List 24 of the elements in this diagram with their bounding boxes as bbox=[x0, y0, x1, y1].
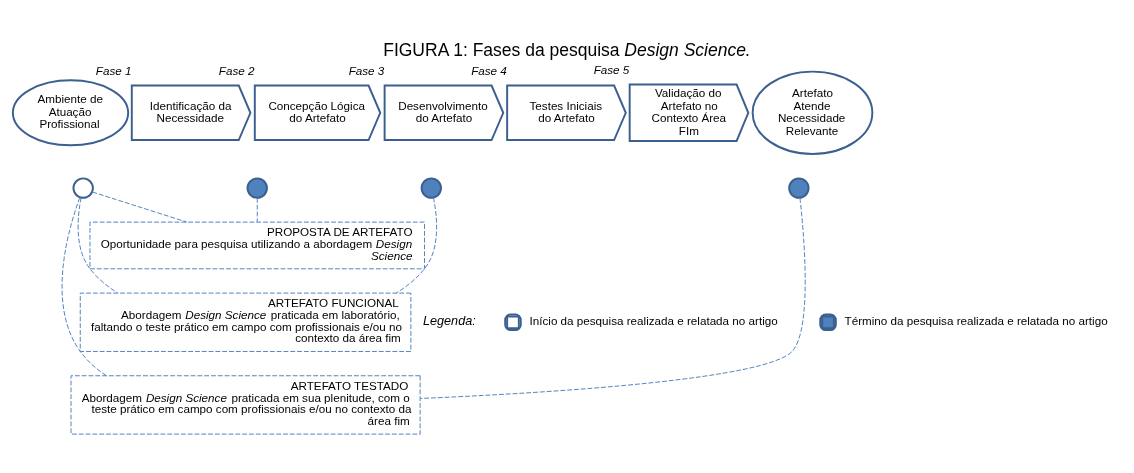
connector bbox=[92, 191, 188, 223]
node-label: Fase 1 bbox=[95, 64, 132, 78]
node-circle bbox=[72, 177, 94, 199]
node-ellipse: Artefato Atende Necessidade Relevante bbox=[751, 70, 874, 155]
connector bbox=[419, 197, 806, 399]
node-circle bbox=[788, 177, 810, 199]
connector bbox=[396, 197, 438, 294]
node-label: Fase 4 bbox=[471, 64, 507, 78]
label: Legenda: bbox=[423, 313, 476, 328]
node-label: Fase 2 bbox=[218, 64, 255, 78]
node-box: PROPOSTA DE ARTEFATO Oportunidade para pesquisa utilizando a abordagem Design Science bbox=[89, 221, 425, 270]
node-box: ARTEFATO TESTADO Abordagem Design Science praticada em sua plenitude, com o teste prático em campo com profissionais e/ou no contexto da área fim bbox=[70, 375, 421, 435]
diagram-title: FIGURA 1: Fases da pesquisa Design Science. bbox=[383, 39, 750, 60]
connector bbox=[61, 197, 107, 377]
node-label: Fase 3 bbox=[348, 64, 385, 78]
legend-label: Início da pesquisa realizada e relatada no artigo bbox=[529, 314, 778, 328]
node-ellipse: Ambiente de Atuação Profissional bbox=[11, 79, 130, 147]
legend-label: Término da pesquisa realizada e relatada no artigo bbox=[844, 314, 1108, 328]
node-circle bbox=[246, 177, 268, 199]
node-box: ARTEFATO FUNCIONAL Abordagem Design Science praticada em laboratório, faltando o teste prático em campo com profissionais e/ou no contexto da área fim bbox=[79, 292, 412, 352]
connector bbox=[256, 197, 258, 223]
node-label: Fase 5 bbox=[593, 63, 630, 77]
node-circle bbox=[420, 177, 442, 199]
connector bbox=[77, 197, 119, 294]
